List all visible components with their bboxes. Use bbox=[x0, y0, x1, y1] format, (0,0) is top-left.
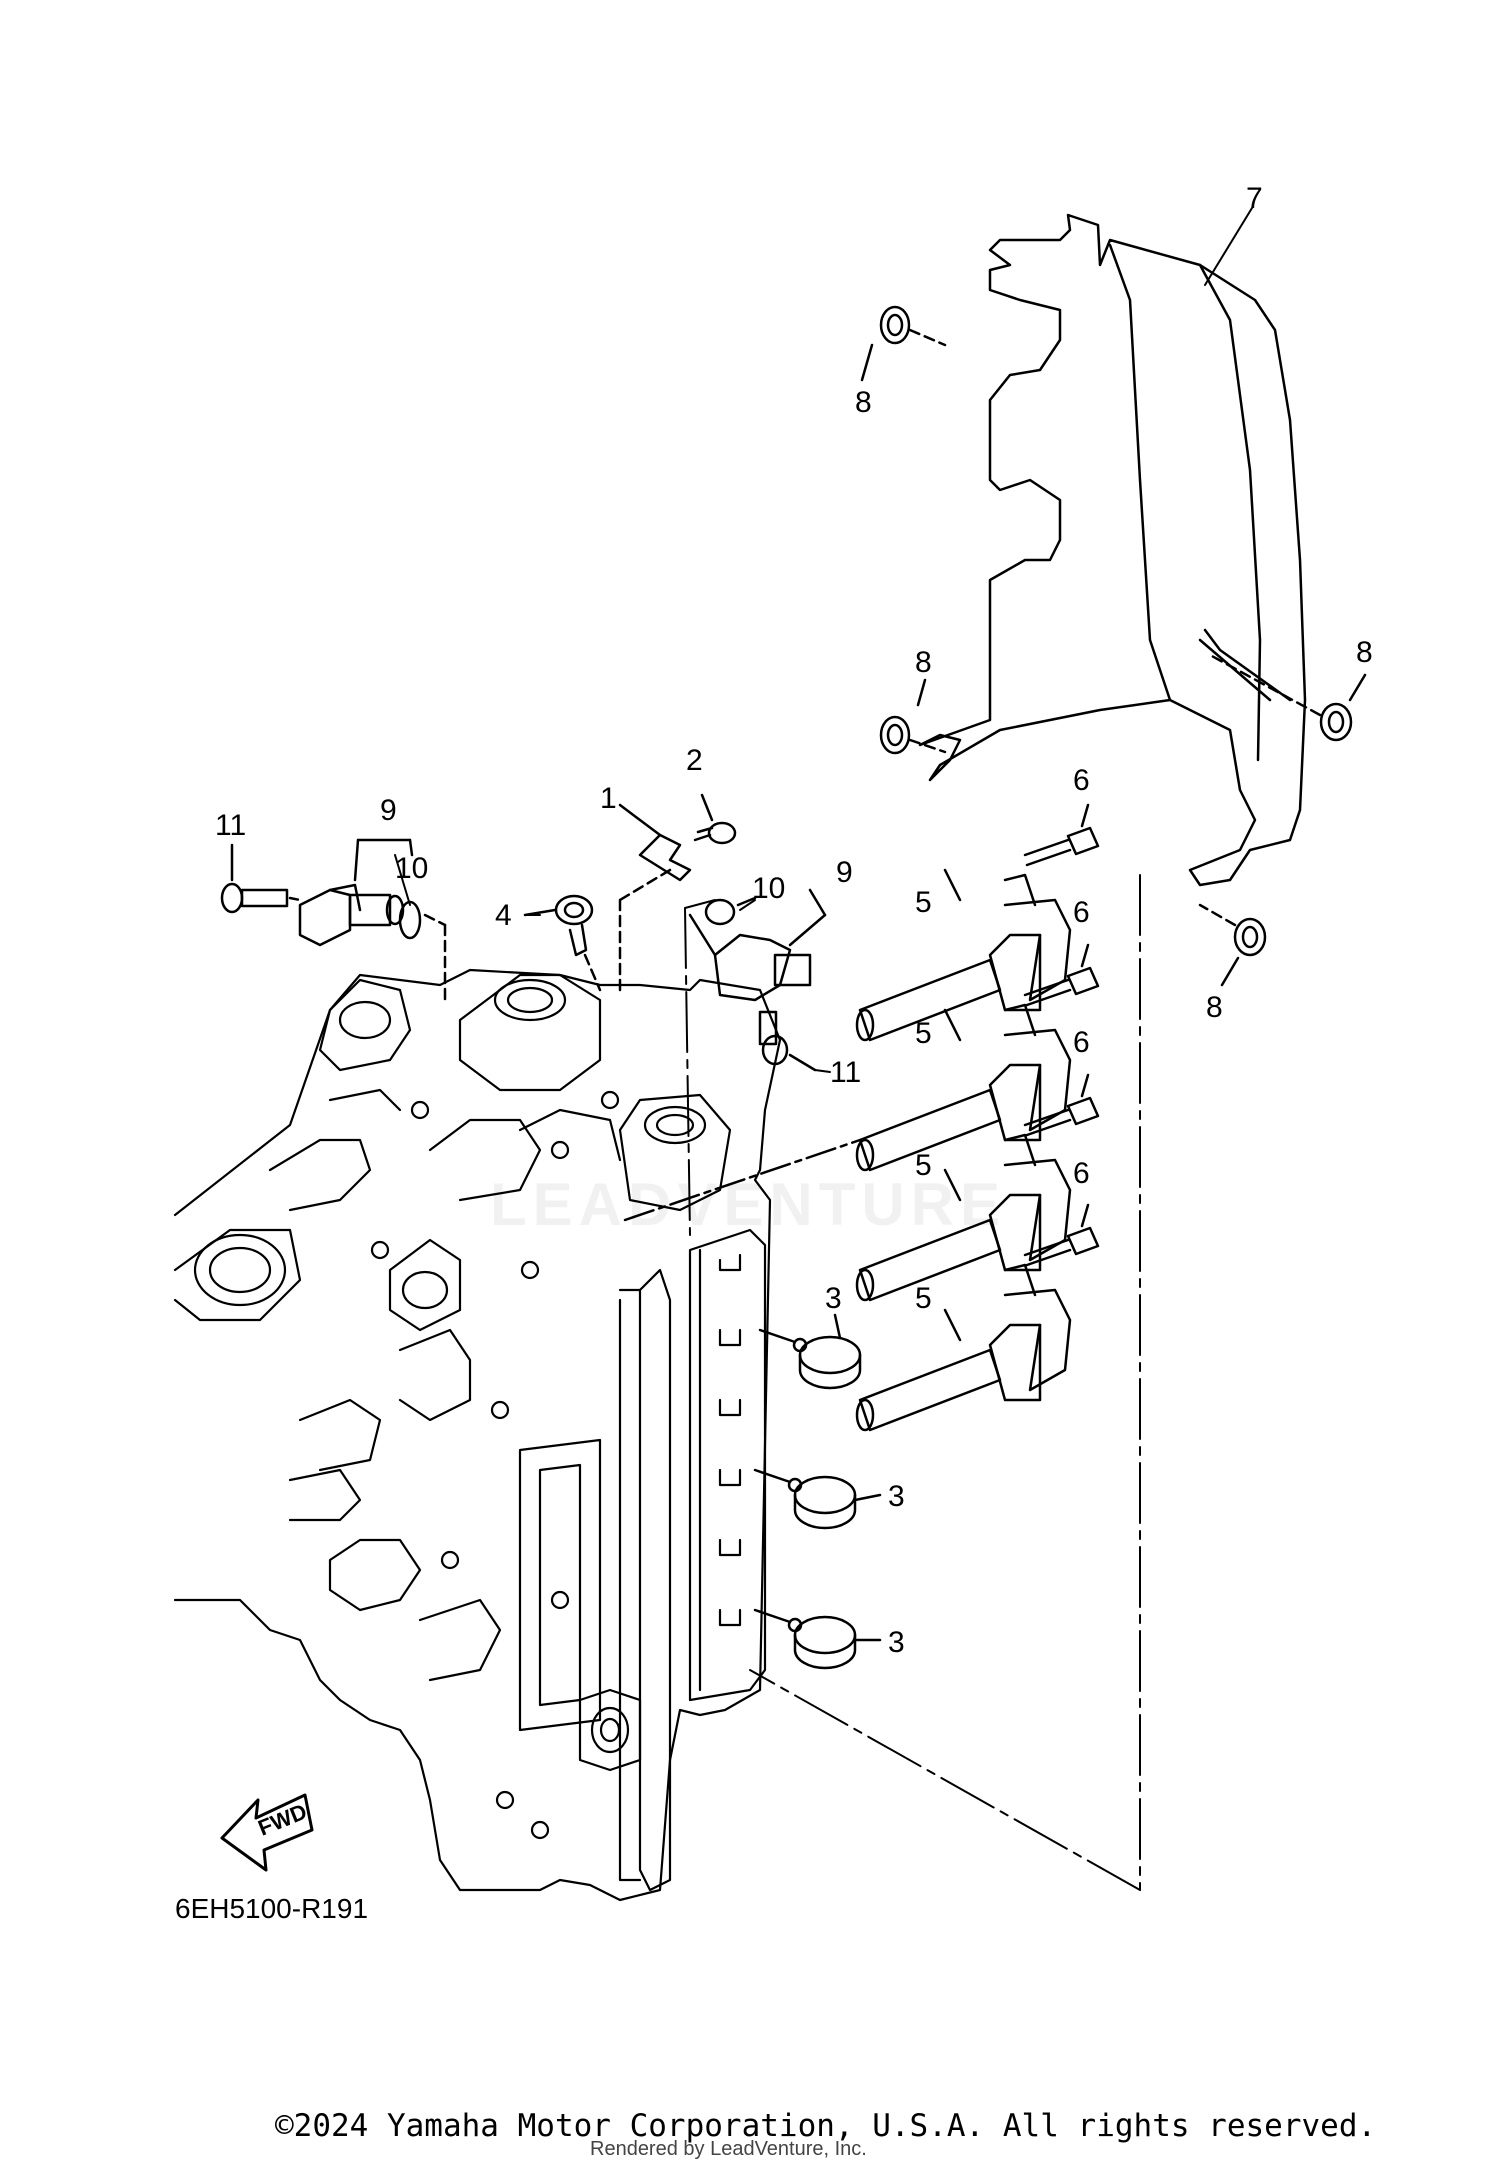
grommet-part-8c bbox=[1208, 653, 1367, 742]
clamp-part-3a bbox=[758, 1313, 862, 1390]
watermark-text: LEADVENTURE bbox=[490, 1171, 1006, 1238]
callout-4: 4 bbox=[495, 899, 512, 932]
oring-left-part-10 bbox=[398, 900, 447, 1007]
callout-5b: 5 bbox=[915, 1017, 932, 1050]
sensor-left-part-9 bbox=[298, 838, 414, 947]
callout-6b: 6 bbox=[1073, 896, 1090, 929]
callout-9b: 9 bbox=[836, 856, 853, 889]
callout-6a: 6 bbox=[1073, 764, 1090, 797]
callout-6d: 6 bbox=[1073, 1157, 1090, 1190]
callout-11a: 11 bbox=[215, 809, 246, 842]
alignment-lines bbox=[684, 874, 1141, 1891]
callout-2: 2 bbox=[686, 744, 703, 777]
diagram-code: 6EH5100-R191 bbox=[175, 1893, 368, 1924]
copyright-footer: ©2024 Yamaha Motor Corporation, U.S.A. A… bbox=[275, 2108, 1377, 2144]
sensor-center-part-9 bbox=[688, 888, 827, 1002]
callout-3c: 3 bbox=[888, 1626, 905, 1659]
callout-1: 1 bbox=[600, 782, 617, 815]
callout-6c: 6 bbox=[1073, 1026, 1090, 1059]
callout-5c: 5 bbox=[915, 1149, 932, 1182]
bolt-part-6a bbox=[1023, 803, 1100, 867]
callout-5d: 5 bbox=[915, 1282, 932, 1315]
callout-8a: 8 bbox=[855, 386, 872, 419]
callout-8c: 8 bbox=[1356, 636, 1373, 669]
ignition-coil-part-5c bbox=[855, 1133, 1072, 1302]
clamp-part-3c bbox=[753, 1608, 882, 1670]
bracket-part-1 bbox=[618, 803, 692, 992]
clamp-part-3b bbox=[753, 1468, 882, 1530]
callout-3a: 3 bbox=[825, 1282, 842, 1315]
callout-5a: 5 bbox=[915, 886, 932, 919]
callout-leaders bbox=[394, 207, 1253, 1073]
callout-7: 7 bbox=[1246, 182, 1263, 215]
rendered-by-credit: Rendered by LeadVenture, Inc. bbox=[590, 2138, 867, 2160]
ignition-coil-part-5b bbox=[855, 1003, 1072, 1172]
grommet-part-8a bbox=[860, 305, 947, 382]
callout-8b: 8 bbox=[915, 646, 932, 679]
fwd-arrow-icon bbox=[220, 1793, 314, 1872]
callout-3b: 3 bbox=[888, 1480, 905, 1513]
grommet-part-8d bbox=[1198, 903, 1267, 987]
callout-10b: 10 bbox=[752, 872, 785, 905]
bolt-center-part-11 bbox=[758, 1010, 817, 1072]
callout-10a: 10 bbox=[395, 852, 428, 885]
oring-center-part-10 bbox=[704, 896, 757, 926]
bolt-part-2 bbox=[693, 793, 737, 845]
ignition-coil-part-5d bbox=[855, 1263, 1072, 1432]
ignition-coil-part-5a bbox=[855, 868, 1072, 1042]
callout-8d: 8 bbox=[1206, 991, 1223, 1024]
callout-9a: 9 bbox=[380, 794, 397, 827]
callout-11b: 11 bbox=[830, 1056, 861, 1089]
bolt-left-part-11 bbox=[220, 843, 302, 914]
engine-block bbox=[173, 968, 782, 1902]
cover-part-7 bbox=[918, 213, 1307, 887]
grommet-part-8b bbox=[879, 678, 947, 755]
